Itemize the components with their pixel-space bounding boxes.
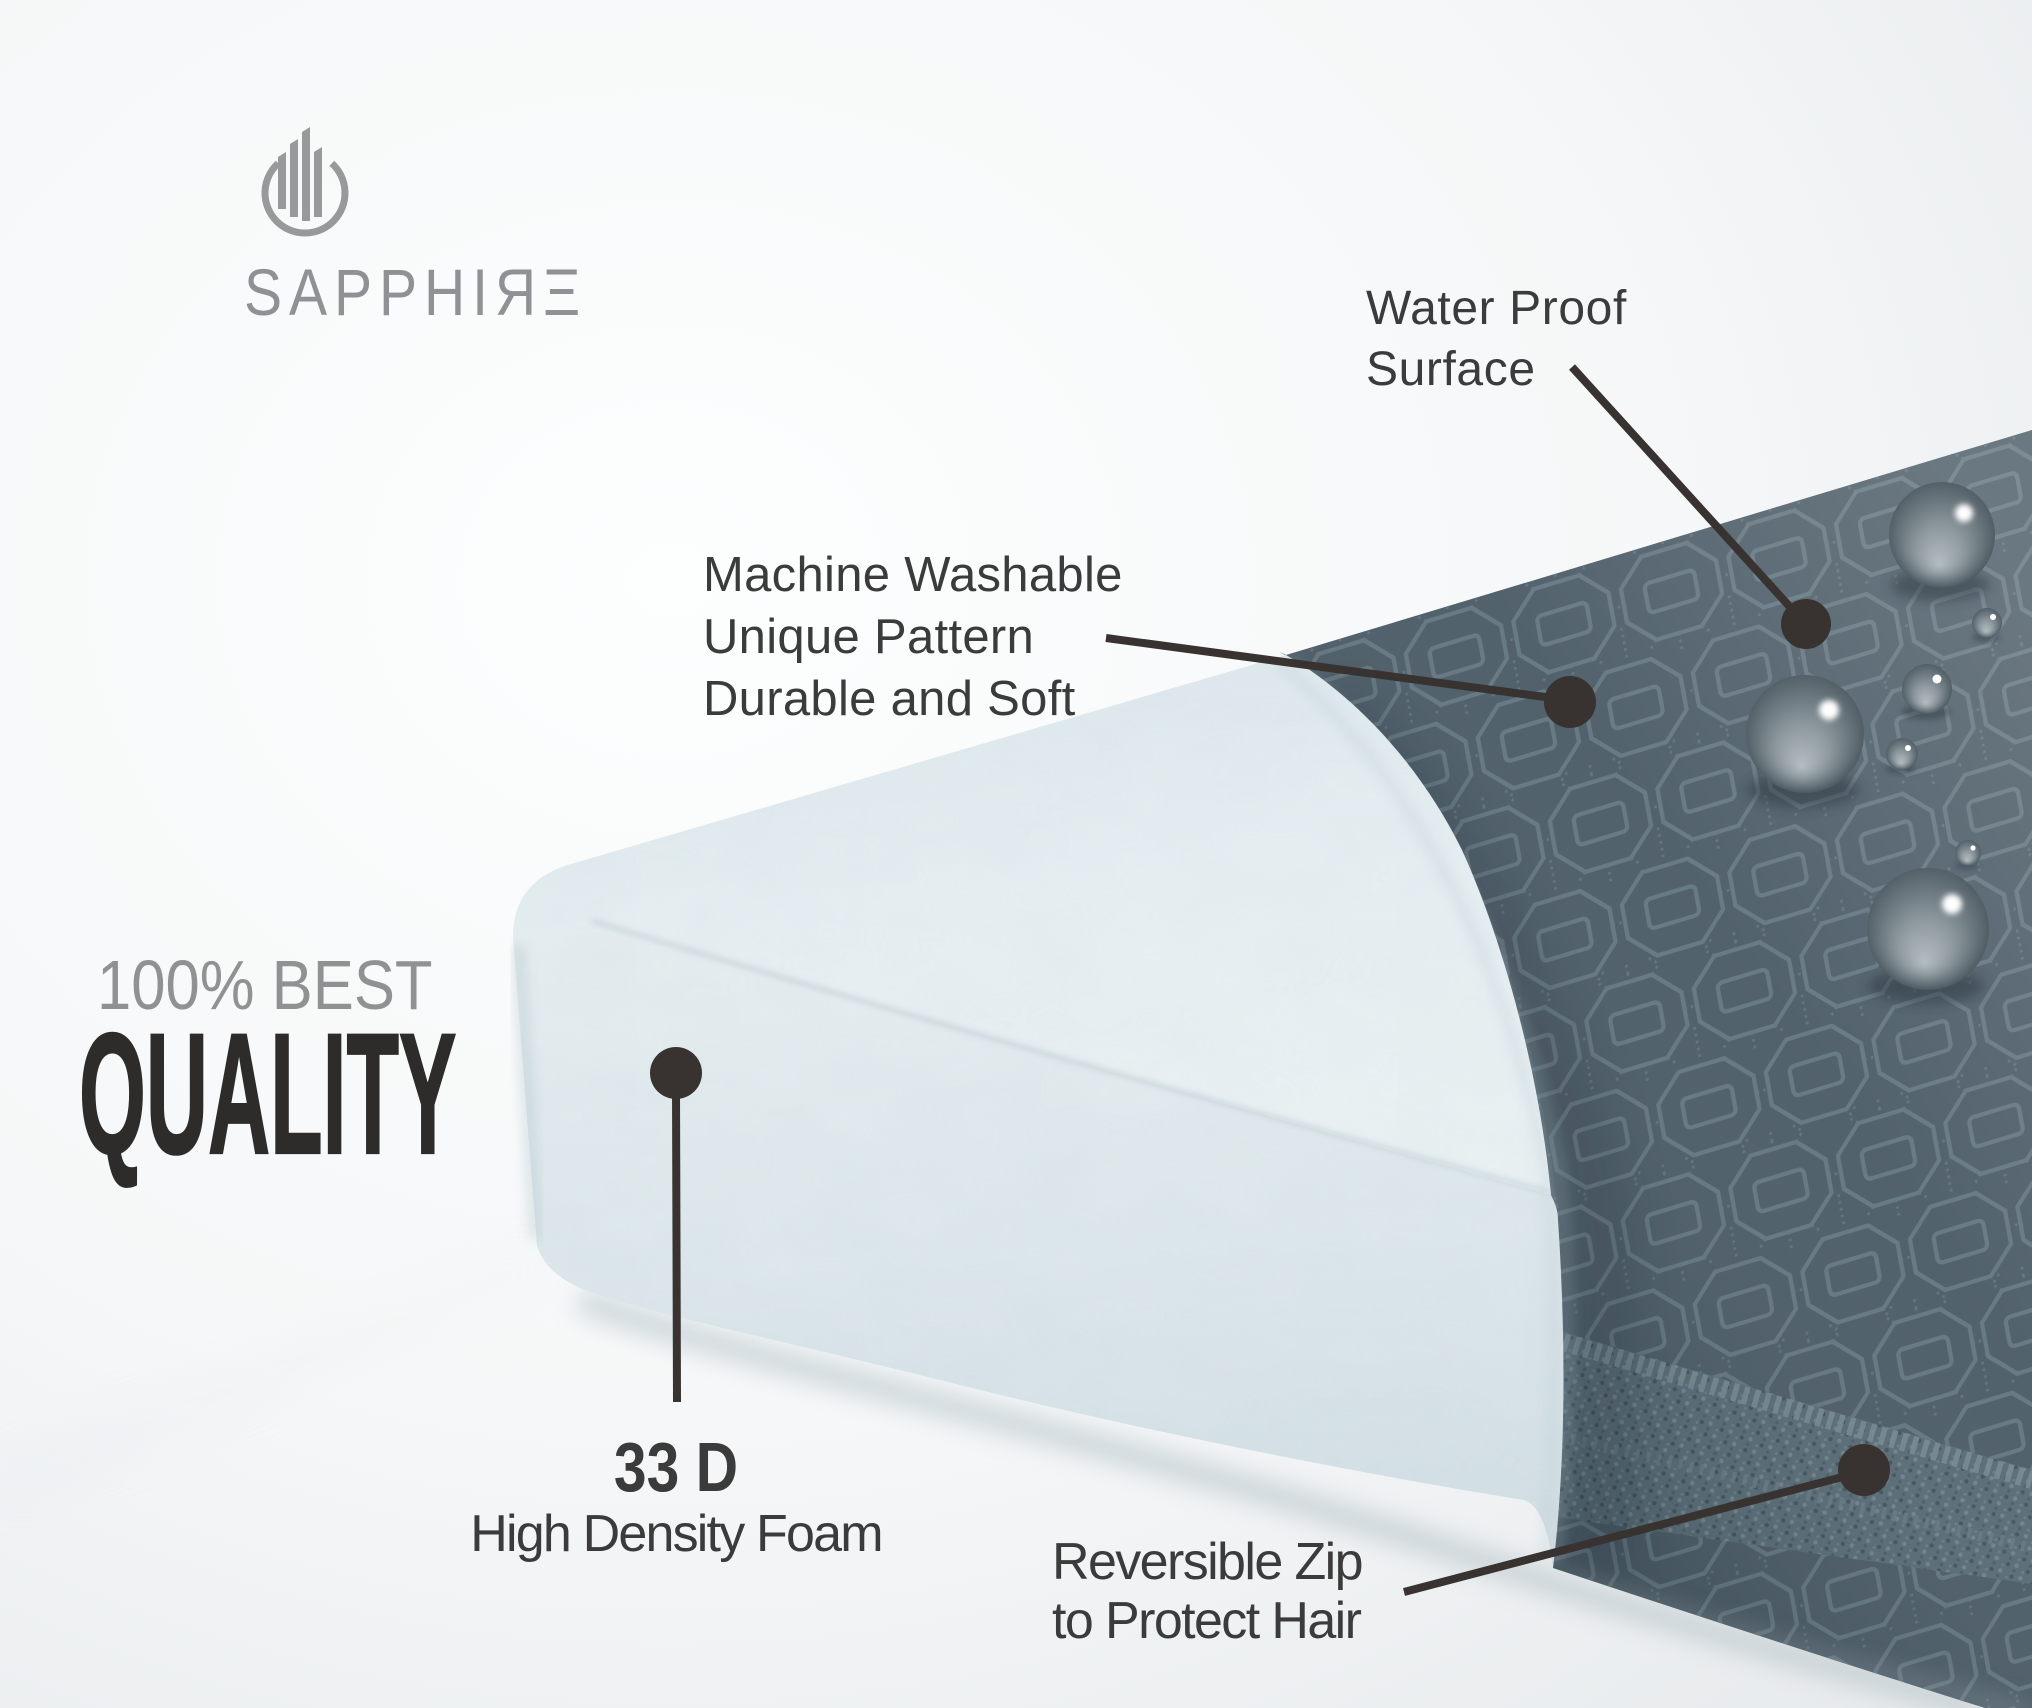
logo-bar	[314, 147, 322, 217]
droplet-body	[1746, 675, 1864, 793]
label-foam-line1: 33 D	[613, 1428, 739, 1506]
callout-line-zip	[1402, 1471, 1852, 1596]
droplet-specular	[1990, 614, 1996, 620]
droplet-specular	[1955, 504, 1973, 522]
droplet	[1867, 868, 1989, 1004]
label-machine-washable: Machine Washable Unique Pattern Durable …	[703, 544, 1123, 730]
sapphire-logo-icon	[261, 127, 349, 237]
logo-circle	[261, 160, 349, 237]
label-machine-washable-line3: Durable and Soft	[703, 672, 1076, 726]
label-water-proof-line1: Water Proof	[1366, 282, 1627, 335]
droplet-body	[1955, 840, 1981, 866]
droplet	[1889, 482, 1995, 601]
callout-zip	[1402, 1444, 1890, 1596]
water-droplets	[1746, 482, 2002, 1004]
droplet	[1886, 738, 1918, 774]
callout-line-water-proof	[1569, 364, 1803, 621]
product-shadow	[575, 1287, 1984, 1708]
label-water-proof-line2: Surface	[1366, 343, 1536, 396]
logo-bar	[290, 139, 298, 217]
callout-dot-water-proof	[1781, 599, 1831, 649]
droplet	[1746, 675, 1864, 808]
droplet	[1955, 840, 1981, 869]
droplet-specular	[1970, 845, 1976, 851]
label-water-proof: Water Proof Surface	[1366, 278, 1627, 400]
logo-bar	[302, 127, 310, 221]
logo-wordmark: SAPPHIЯΞ	[244, 255, 588, 329]
floor	[0, 1250, 555, 1505]
droplet-body	[1902, 664, 1952, 714]
droplet-body	[1886, 738, 1918, 770]
tagline-top: 100% BEST	[97, 946, 433, 1024]
callout-line-foam	[672, 1089, 681, 1403]
callout-water-proof	[1569, 364, 1831, 649]
label-machine-washable-line2: Unique Pattern	[703, 610, 1035, 664]
callout-line-machine-washable	[1105, 634, 1561, 703]
callout-machine-washable	[1105, 634, 1596, 728]
label-foam-line2: High Density Foam	[470, 1505, 883, 1563]
droplet	[1902, 664, 1952, 720]
label-zip: Reversible Zip to Protect Hair	[1052, 1533, 1364, 1651]
logo-bars	[278, 127, 322, 221]
droplet-specular	[1942, 894, 1962, 914]
droplet-specular	[1932, 674, 1942, 684]
label-machine-washable-line1: Machine Washable	[703, 548, 1123, 602]
droplet-body	[1889, 482, 1995, 588]
callout-dot-foam	[650, 1047, 702, 1099]
droplet-specular	[1905, 745, 1911, 751]
callout-dot-zip	[1838, 1444, 1890, 1496]
droplet-specular	[1819, 700, 1839, 720]
droplet	[1972, 608, 2002, 642]
droplet-body	[1867, 868, 1989, 990]
callout-foam	[650, 1047, 702, 1403]
callouts	[650, 364, 1890, 1596]
label-zip-line1: Reversible Zip	[1052, 1533, 1364, 1591]
droplet-body	[1972, 608, 2002, 638]
contact-shadow	[575, 1287, 1984, 1708]
callout-dot-machine-washable	[1544, 676, 1596, 728]
label-zip-line2: to Protect Hair	[1052, 1592, 1362, 1650]
floor-shadow-edge	[0, 1250, 555, 1505]
logo-bar	[278, 152, 286, 209]
tagline-main: QUALITY	[78, 998, 457, 1190]
